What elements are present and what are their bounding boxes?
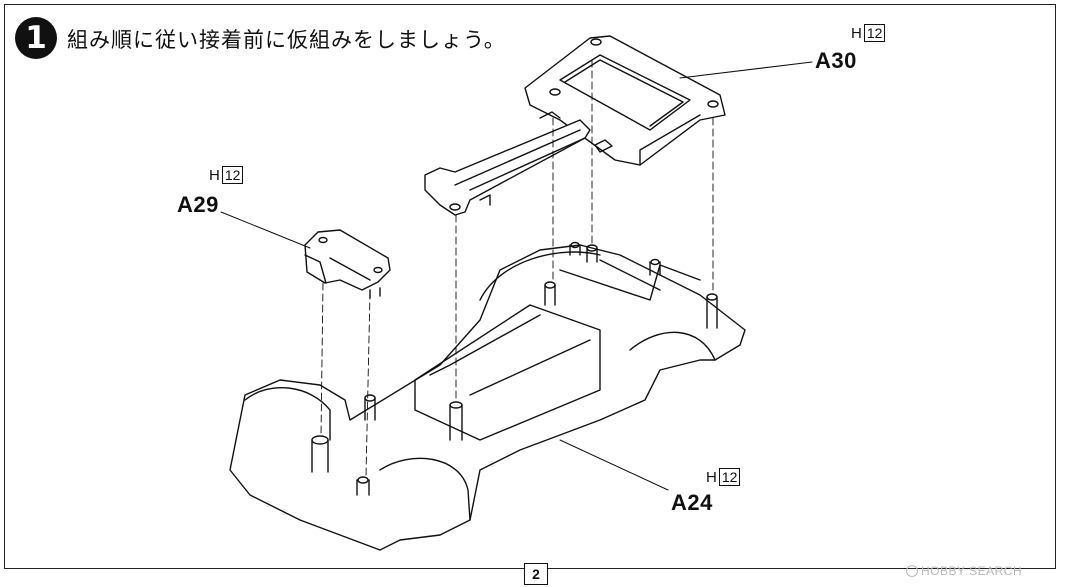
leader-lines xyxy=(220,61,813,491)
paint-number: 12 xyxy=(221,166,244,184)
a30-paint-code: H 12 xyxy=(851,24,886,42)
part-label-a24: A24 xyxy=(671,490,713,515)
paint-number: 12 xyxy=(863,24,886,42)
page-number: 2 xyxy=(524,563,548,585)
a24-paint-code: H 12 xyxy=(706,468,741,486)
hobby-search-logo-icon xyxy=(906,565,918,577)
a29-paint-code: H 12 xyxy=(209,166,244,184)
step-number: 1 xyxy=(25,20,47,56)
assembly-guide-lines xyxy=(320,59,714,477)
part-label-a30: A30 xyxy=(815,48,857,73)
step-instruction: 組み順に従い接着前に仮組みをしましょう。 xyxy=(67,28,506,52)
paint-number: 12 xyxy=(718,468,741,486)
part-a29-drawing xyxy=(304,229,391,299)
part-label-a29: A29 xyxy=(177,192,219,217)
paint-letter: H xyxy=(851,24,862,42)
watermark: HOBBY SEARCH xyxy=(906,564,1022,578)
paint-letter: H xyxy=(209,166,220,184)
paint-letter: H xyxy=(706,468,717,486)
part-a24-drawing xyxy=(229,241,746,551)
watermark-text: HOBBY SEARCH xyxy=(921,564,1023,578)
part-rail-drawing xyxy=(424,119,591,216)
part-a30-drawing xyxy=(524,35,726,166)
step-number-badge: 1 xyxy=(15,17,57,59)
